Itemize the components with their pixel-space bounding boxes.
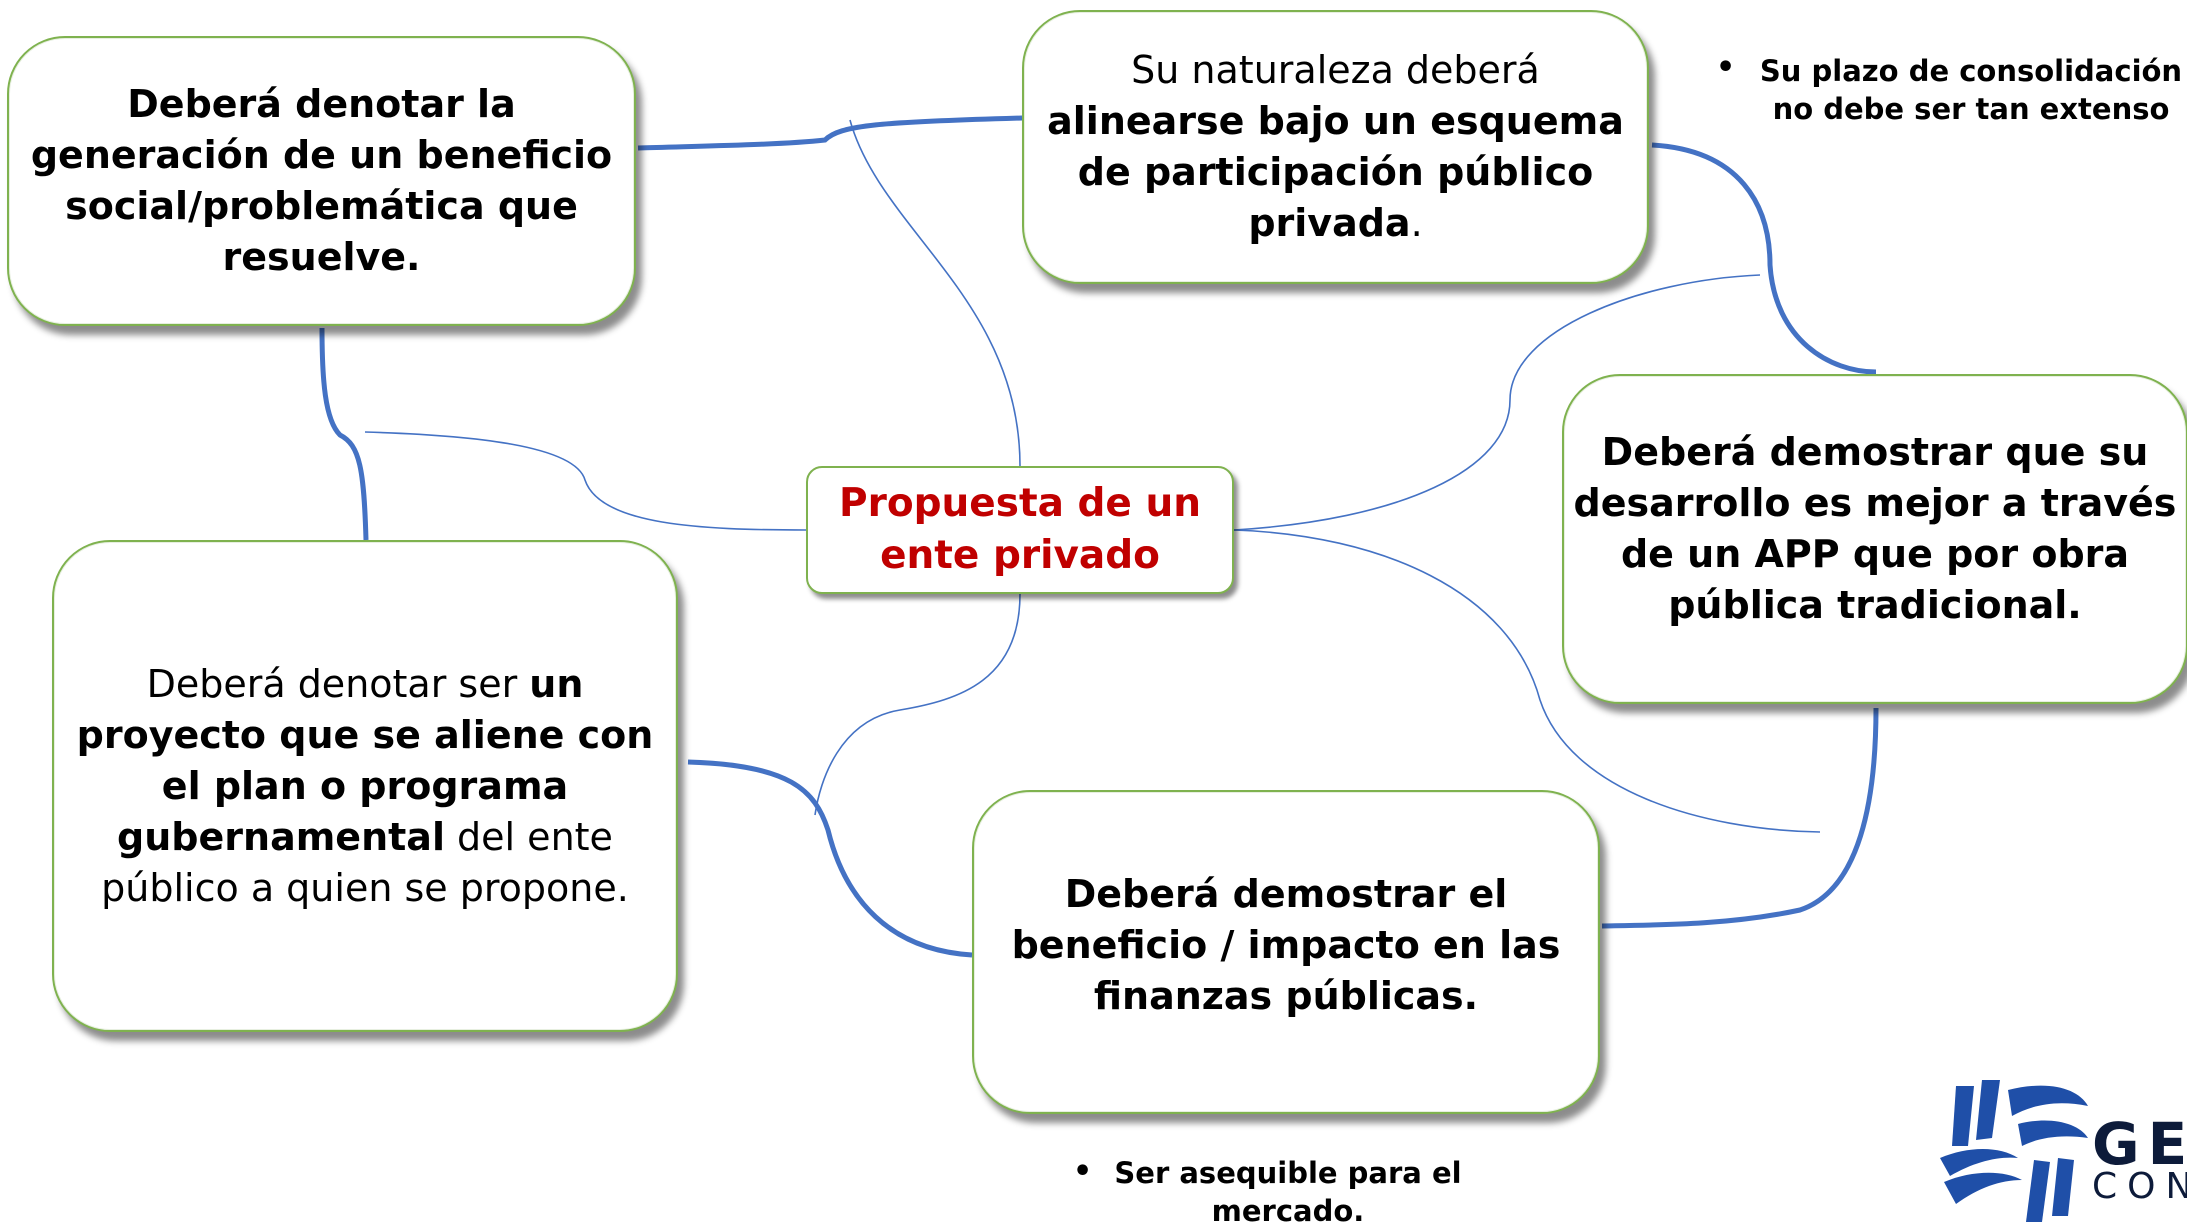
box-gov-line-5: público a quien se propone. bbox=[101, 865, 629, 910]
thick-line-bottom-left bbox=[687, 759, 973, 958]
branch-line-bottom bbox=[814, 593, 1021, 816]
box-gov-line-1b: un bbox=[529, 661, 584, 706]
thick-line-top bbox=[637, 115, 1023, 151]
box-government-plan: Deberá denotar ser un proyecto que se al… bbox=[52, 540, 678, 1032]
branch-line-top bbox=[849, 119, 1021, 467]
thick-line-left bbox=[319, 327, 369, 541]
box-social-benefit-line-2: generación de un beneficio bbox=[30, 133, 613, 177]
branch-line-right-down bbox=[1233, 529, 1821, 833]
box-app-line-1: Deberá demostrar que su bbox=[1601, 430, 2149, 474]
central-node-line-2: ente privado bbox=[880, 533, 1160, 578]
box-ppp-scheme-line-2: alinearse bajo un esquema bbox=[1047, 99, 1624, 143]
box-ppp-scheme-line-4: privada bbox=[1248, 201, 1411, 245]
box-finance-line-2: beneficio / impacto en las bbox=[1011, 922, 1561, 967]
company-logo-icon bbox=[1940, 1080, 2088, 1222]
note-consolidation-line-2: no debe ser tan extenso bbox=[1772, 92, 2170, 126]
box-finance-line-1: Deberá demostrar el bbox=[1064, 871, 1508, 916]
box-app-vs-public-work: Deberá demostrar que su desarrollo es me… bbox=[1562, 374, 2187, 704]
box-public-finance: Deberá demostrar el beneficio / impacto … bbox=[972, 790, 1600, 1114]
box-gov-line-4b: del ente bbox=[444, 814, 613, 859]
note-consolidation-term: Su plazo de consolidación no debe ser ta… bbox=[1756, 52, 2186, 128]
note-market-line-2: mercado. bbox=[1211, 1194, 1365, 1228]
bullet-dot-top-right: • bbox=[1716, 50, 1736, 85]
note-market-line-1: Ser asequible para el bbox=[1114, 1156, 1462, 1190]
branch-line-right-up bbox=[1233, 274, 1761, 531]
box-social-benefit-line-4: resuelve. bbox=[222, 235, 421, 279]
central-node-proposal: Propuesta de un ente privado bbox=[806, 466, 1234, 594]
box-finance-line-3: finanzas públicas. bbox=[1093, 973, 1479, 1018]
logo-subword: CONS bbox=[2092, 1166, 2187, 1207]
branch-line-left bbox=[364, 431, 807, 531]
box-social-benefit: Deberá denotar la generación de un benef… bbox=[7, 36, 636, 326]
box-app-line-4: pública tradicional. bbox=[1668, 583, 2082, 627]
box-app-line-3: de un APP que por obra bbox=[1620, 532, 2130, 576]
box-app-line-2: desarrollo es mejor a través bbox=[1573, 481, 2177, 525]
box-gov-line-4a: gubernamental bbox=[117, 814, 445, 859]
box-ppp-scheme: Su naturaleza deberá alinearse bajo un e… bbox=[1022, 10, 1649, 284]
box-social-benefit-line-1: Deberá denotar la bbox=[127, 82, 516, 126]
note-consolidation-line-1: Su plazo de consolidación bbox=[1759, 54, 2183, 88]
box-gov-line-3: el plan o programa bbox=[161, 763, 569, 808]
thick-line-right-down bbox=[1601, 707, 1879, 929]
box-social-benefit-line-3: social/problemática que bbox=[65, 184, 578, 228]
box-ppp-scheme-line-3: de participación público bbox=[1077, 150, 1594, 194]
note-market-affordable: Ser asequible para el mercado. bbox=[1108, 1154, 1468, 1230]
bullet-dot-bottom: • bbox=[1073, 1154, 1093, 1189]
box-ppp-scheme-line-4-tail: . bbox=[1410, 201, 1423, 245]
box-gov-line-1a: Deberá denotar ser bbox=[146, 661, 530, 706]
central-node-line-1: Propuesta de un bbox=[839, 481, 1201, 526]
logo-wordmark: GER bbox=[2092, 1110, 2187, 1178]
box-gov-line-2: proyecto que se aliene con bbox=[76, 712, 654, 757]
box-ppp-scheme-line-1: Su naturaleza deberá bbox=[1131, 48, 1540, 92]
thick-line-right-up bbox=[1651, 142, 1877, 375]
